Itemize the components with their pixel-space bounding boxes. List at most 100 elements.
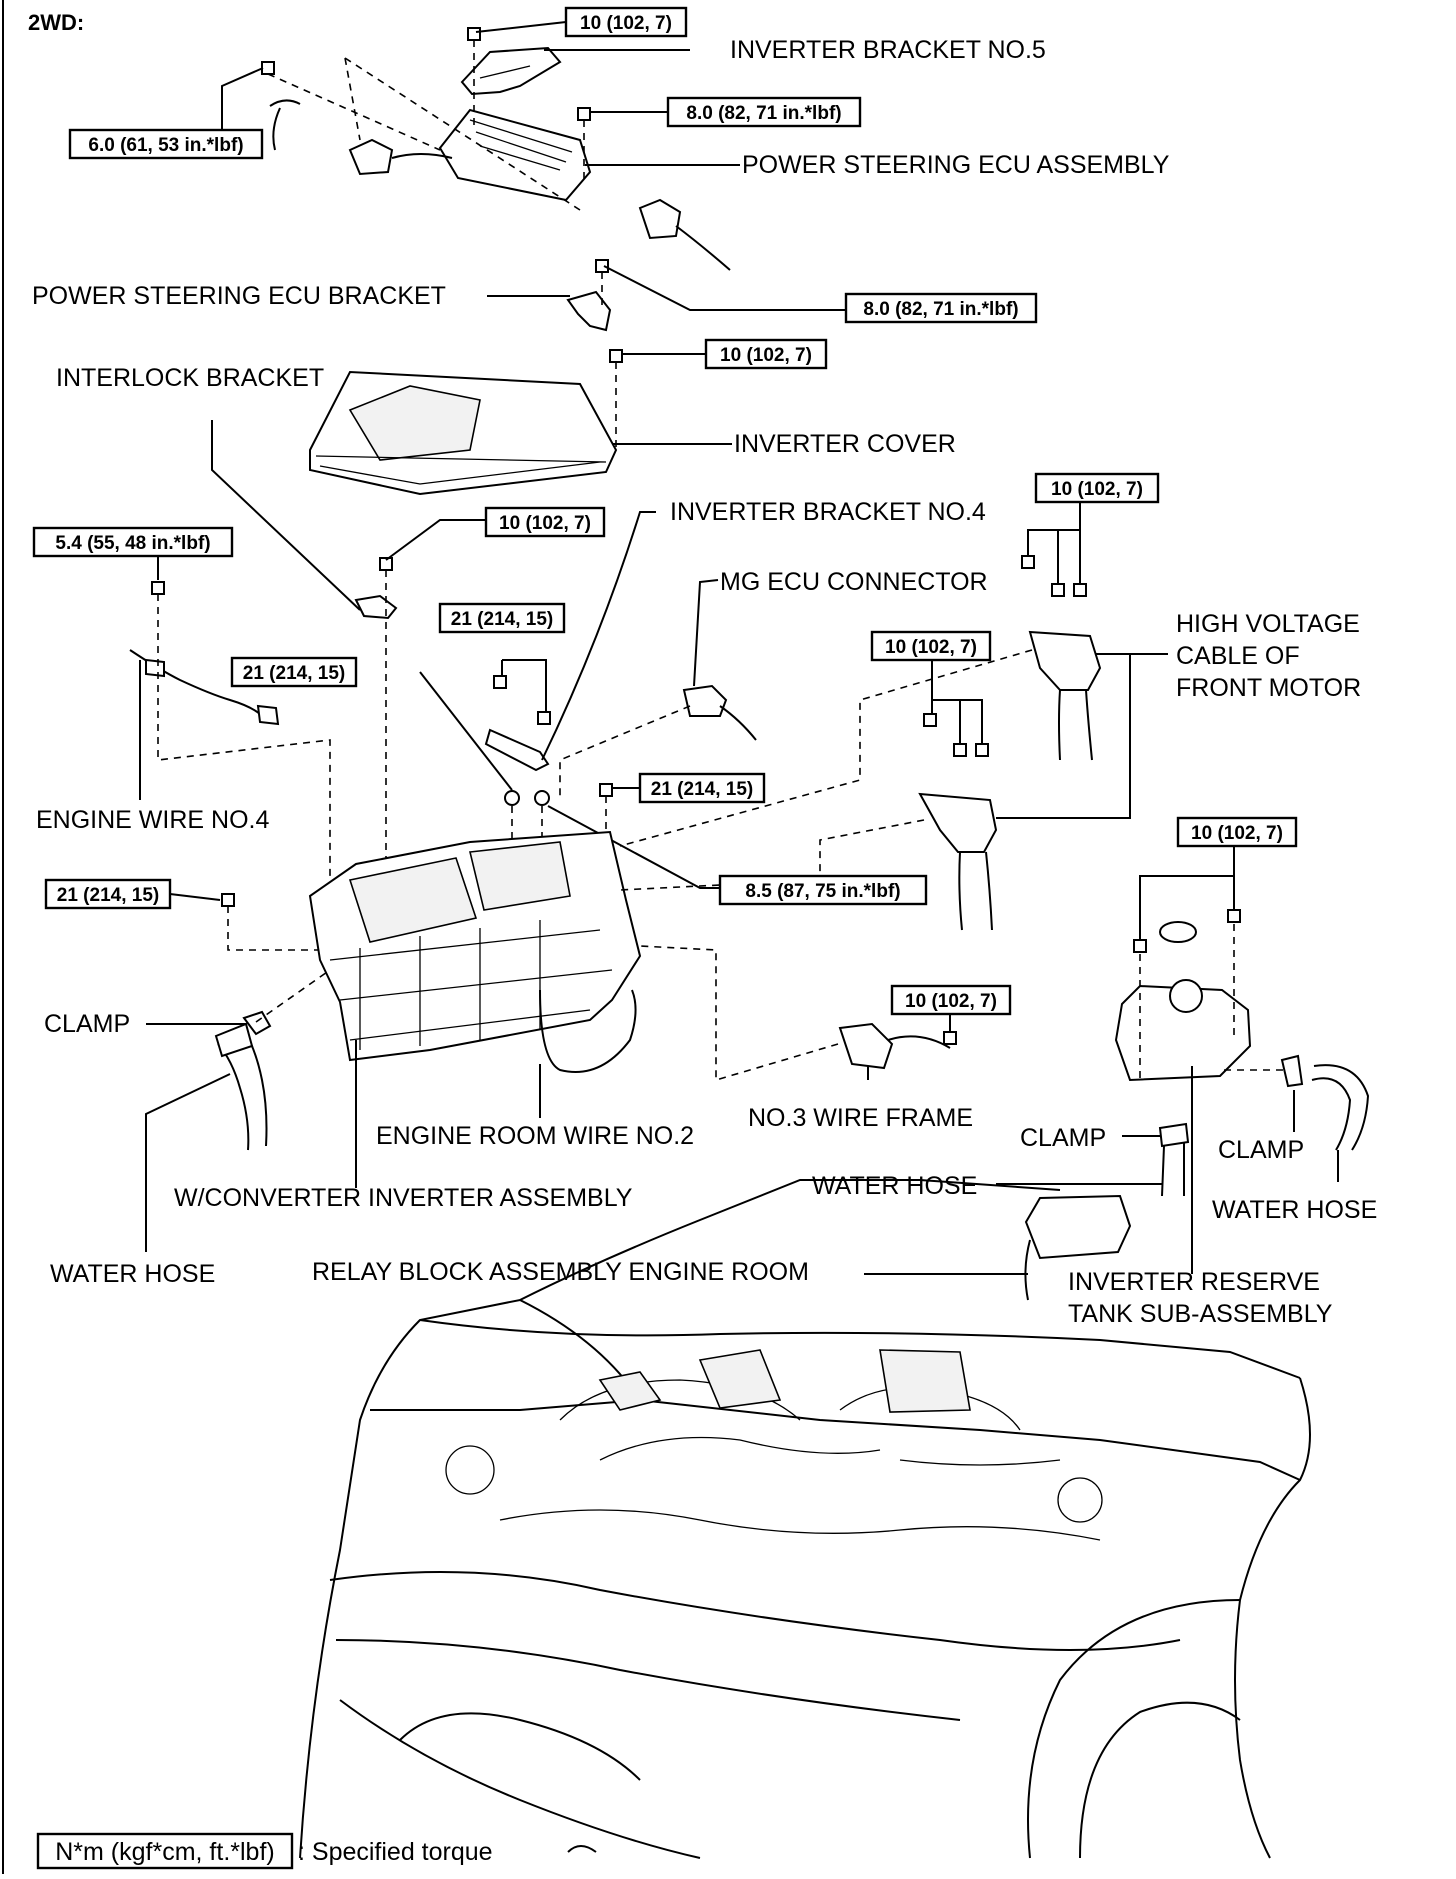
- leader-nut-left-torque: [419, 671, 513, 791]
- svg-text:21 (214, 15): 21 (214, 15): [57, 885, 159, 906]
- svg-text:6.0 (61, 53 in.*lbf): 6.0 (61, 53 in.*lbf): [88, 135, 243, 156]
- label-hv-cable-line1: HIGH VOLTAGE: [1176, 610, 1360, 638]
- torque-callouts: 10 (102, 7) 6.0 (61, 53 in.*lbf) 8.0 (82…: [32, 6, 1298, 1016]
- label-reserve-tank-line2: TANK SUB-ASSEMBLY: [1068, 1300, 1333, 1328]
- label-clamp-right: CLAMP: [1218, 1136, 1304, 1164]
- torque-box-inverter-left: 21 (214, 15): [44, 878, 172, 910]
- leader-inverter-left-torque: [169, 893, 221, 901]
- leader-tank-torque: [1139, 846, 1235, 940]
- clamp-center-part: [1158, 1122, 1190, 1197]
- svg-text:10 (102, 7): 10 (102, 7): [1191, 823, 1283, 844]
- label-power-steering-ecu-assembly: POWER STEERING ECU ASSEMBLY: [742, 151, 1170, 179]
- torque-box-engine-wire: 5.4 (55, 48 in.*lbf): [32, 526, 234, 558]
- label-reserve-tank-line1: INVERTER RESERVE: [1068, 1268, 1320, 1296]
- svg-text:8.5 (87, 75 in.*lbf): 8.5 (87, 75 in.*lbf): [745, 881, 900, 902]
- svg-text:21 (214, 15): 21 (214, 15): [451, 609, 553, 630]
- inverter-bracket-no5-part: [460, 46, 562, 96]
- label-power-steering-ecu-bracket: POWER STEERING ECU BRACKET: [32, 282, 446, 310]
- svg-text:10 (102, 7): 10 (102, 7): [1051, 479, 1143, 500]
- torque-box-nut-center: 8.5 (87, 75 in.*lbf): [718, 874, 928, 906]
- svg-text:10 (102, 7): 10 (102, 7): [580, 13, 672, 34]
- torque-box-wire-frame: 10 (102, 7): [890, 984, 1012, 1016]
- hv-cable-lower-part: [918, 713, 998, 931]
- engine-wire-no4-part: [129, 581, 280, 726]
- leader-mg-ecu-connector: [693, 579, 719, 687]
- svg-text:21 (214, 15): 21 (214, 15): [651, 779, 753, 800]
- label-inverter-cover: INVERTER COVER: [734, 430, 956, 458]
- legend-box-text: N*m (kgf*cm, ft.*lbf): [55, 1838, 274, 1866]
- inverter-reserve-tank-part: [1114, 909, 1252, 1082]
- leader-hv-lower-cable: [996, 654, 1131, 819]
- bolt-markers-top: [261, 27, 623, 363]
- part-labels: INVERTER BRACKET NO.5 POWER STEERING ECU…: [32, 36, 1377, 1328]
- svg-text:10 (102, 7): 10 (102, 7): [905, 991, 997, 1012]
- label-clamp-center: CLAMP: [1020, 1124, 1106, 1152]
- label-clamp-left: CLAMP: [44, 1010, 130, 1038]
- legend-text: : Specified torque: [298, 1838, 493, 1866]
- relay-block-assembly-part: [1024, 1194, 1132, 1301]
- vehicle-locator-view: [299, 1179, 1311, 1859]
- label-interlock-bracket: INTERLOCK BRACKET: [56, 364, 324, 392]
- mg-ecu-connector-part: [682, 684, 757, 741]
- torque-box-ecu-assembly: 8.0 (82, 71 in.*lbf): [666, 96, 862, 128]
- inverter-bracket-no4-part: [484, 675, 551, 772]
- svg-text:10 (102, 7): 10 (102, 7): [720, 345, 812, 366]
- label-hv-cable-line3: FRONT MOTOR: [1176, 674, 1361, 702]
- leader-interlock-torque: [385, 519, 486, 561]
- diagram-title: 2WD:: [28, 10, 84, 35]
- svg-text:5.4 (55, 48 in.*lbf): 5.4 (55, 48 in.*lbf): [55, 533, 210, 554]
- torque-box-bracket4: 21 (214, 15): [438, 602, 566, 634]
- torque-box-ecu-connector: 6.0 (61, 53 in.*lbf): [68, 128, 264, 160]
- label-water-hose-center: WATER HOSE: [812, 1172, 977, 1200]
- label-engine-room-wire-no2: ENGINE ROOM WIRE NO.2: [376, 1122, 694, 1150]
- leader-ecu-bracket-torque: [603, 265, 848, 311]
- clamp-right-part: [1280, 1054, 1304, 1088]
- water-hose-left-part: [214, 1022, 268, 1151]
- torque-box-bracket5: 10 (102, 7): [564, 6, 688, 38]
- svg-text:8.0 (82, 71 in.*lbf): 8.0 (82, 71 in.*lbf): [863, 299, 1018, 320]
- label-engine-wire-no4: ENGINE WIRE NO.4: [36, 806, 269, 834]
- interlock-bracket-part: [354, 557, 398, 620]
- label-inverter-bracket-no5: INVERTER BRACKET NO.5: [730, 36, 1046, 64]
- leader-bracket4-torque: [501, 659, 547, 712]
- torque-box-tank: 10 (102, 7): [1176, 816, 1298, 848]
- label-no3-wire-frame: NO.3 WIRE FRAME: [748, 1104, 973, 1132]
- hv-cable-upper-part: [1021, 555, 1102, 761]
- wconverter-inverter-assembly-part: [308, 830, 642, 1073]
- torque-box-cover: 10 (102, 7): [704, 338, 828, 370]
- leader-inverter-bracket-no4: [541, 511, 656, 761]
- torque-box-hv-lower: 10 (102, 7): [870, 630, 992, 662]
- svg-text:21 (214, 15): 21 (214, 15): [243, 663, 345, 684]
- label-mg-ecu-connector: MG ECU CONNECTOR: [720, 568, 988, 596]
- torque-box-nut-right: 21 (214, 15): [638, 772, 766, 804]
- torque-box-ecu-bracket: 8.0 (82, 71 in.*lbf): [844, 292, 1038, 324]
- leader-interlock-bracket: [211, 420, 361, 611]
- leader-ecu-connector-torque: [221, 67, 264, 130]
- inverter-cover-part: [309, 370, 618, 496]
- svg-text:10 (102, 7): 10 (102, 7): [885, 637, 977, 658]
- clamp-left-part: [242, 1010, 272, 1036]
- power-steering-ecu-assembly-part: [269, 99, 731, 271]
- svg-text:8.0 (82, 71 in.*lbf): 8.0 (82, 71 in.*lbf): [686, 103, 841, 124]
- leader-hv-lower-torque: [931, 660, 983, 744]
- label-water-hose-left: WATER HOSE: [50, 1260, 215, 1288]
- torque-box-hv-upper: 10 (102, 7): [1034, 472, 1160, 504]
- nut-markers-middle: [221, 783, 613, 907]
- label-inverter-bracket-no4: INVERTER BRACKET NO.4: [670, 498, 986, 526]
- torque-box-nut-left: 21 (214, 15): [230, 656, 358, 688]
- leader-hv-upper-torque: [1027, 500, 1081, 584]
- no3-wire-frame-part: [838, 1022, 957, 1070]
- power-steering-ecu-bracket-part: [566, 290, 612, 332]
- leader-water-hose-left: [145, 1073, 231, 1252]
- label-water-hose-right: WATER HOSE: [1212, 1196, 1377, 1224]
- leader-bracket5-torque: [475, 21, 567, 33]
- torque-box-interlock: 10 (102, 7): [484, 506, 606, 538]
- water-hose-right-part: [1311, 1064, 1370, 1151]
- legend-box: [36, 1832, 294, 1870]
- label-hv-cable-line2: CABLE OF: [1176, 642, 1300, 670]
- label-wconverter-inverter-assembly: W/CONVERTER INVERTER ASSEMBLY: [174, 1184, 633, 1212]
- torque-legend: N*m (kgf*cm, ft.*lbf) : Specified torque: [36, 1832, 493, 1870]
- svg-text:10 (102, 7): 10 (102, 7): [499, 513, 591, 534]
